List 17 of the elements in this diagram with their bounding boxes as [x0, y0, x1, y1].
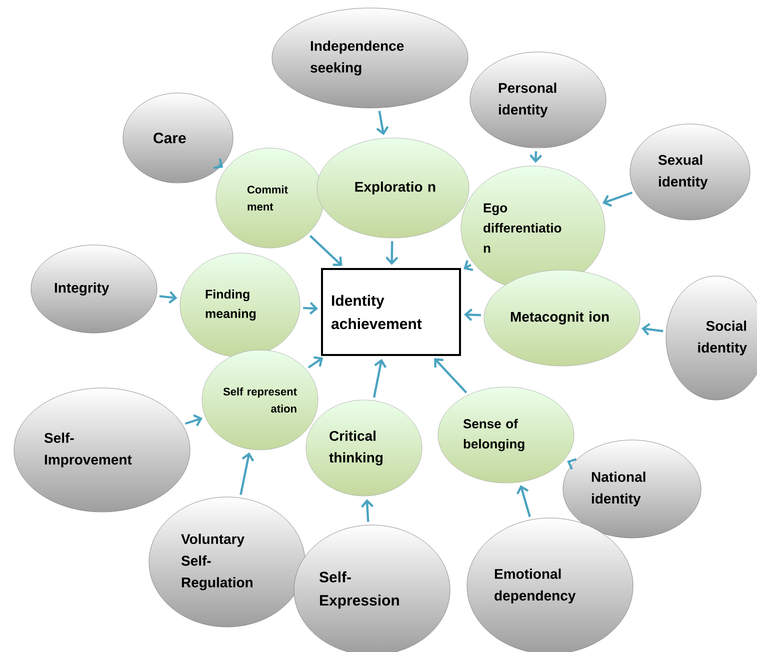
arrow: [240, 452, 254, 495]
arrow: [308, 356, 324, 368]
arrow: [464, 260, 474, 272]
arrow: [372, 358, 387, 398]
arrow: [185, 414, 203, 426]
arrow: [376, 110, 389, 136]
arrow: [386, 241, 398, 265]
arrow: [642, 322, 664, 336]
arrow: [464, 308, 481, 322]
arrow: [360, 499, 374, 522]
arrow: [434, 358, 468, 394]
arrow: [309, 235, 342, 266]
arrow: [602, 192, 633, 207]
text-box: Identity achievement: [321, 268, 461, 356]
arrow: [303, 302, 318, 315]
arrow: [159, 291, 178, 304]
arrow: [516, 485, 531, 518]
